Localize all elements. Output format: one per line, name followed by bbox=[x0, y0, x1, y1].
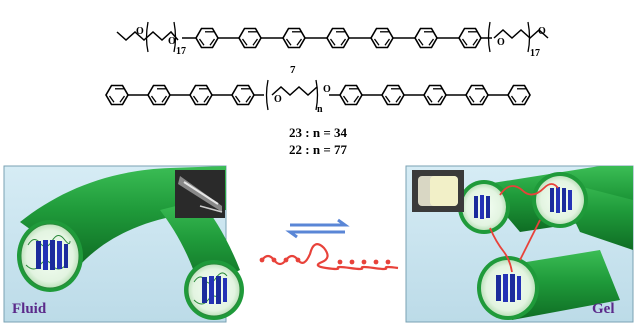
fluid-panel: Fluid bbox=[3, 165, 244, 323]
svg-text:O: O bbox=[136, 26, 144, 37]
rod-bundle-gel bbox=[474, 187, 572, 302]
fluid-label: Fluid bbox=[12, 301, 47, 317]
gel-label: Gel bbox=[592, 301, 615, 317]
top-molecule: O 17 O O 17 O bbox=[116, 21, 549, 59]
compound-22-label: 22 : n = 77 bbox=[289, 142, 347, 157]
gel-panel: Gel bbox=[405, 165, 634, 323]
bottom-repeat-top: 7 bbox=[290, 64, 296, 76]
rod-bundle-right bbox=[202, 276, 227, 304]
bottom-repeat-sub: n bbox=[317, 104, 323, 115]
equilibrium-arrows-icon bbox=[285, 218, 350, 239]
top-repeat-right: 17 bbox=[530, 48, 540, 59]
svg-text:O: O bbox=[497, 37, 505, 48]
compound-23-label: 23 : n = 34 bbox=[289, 125, 347, 140]
svg-text:O: O bbox=[323, 84, 331, 95]
top-repeat-left: 17 bbox=[176, 46, 186, 57]
rod-bundle-left bbox=[36, 240, 68, 270]
svg-text:O: O bbox=[274, 94, 282, 105]
vial-photo-icon bbox=[412, 170, 464, 212]
svg-text:O: O bbox=[538, 26, 546, 37]
svg-text:O: O bbox=[168, 36, 176, 47]
polymer-chain-icon bbox=[259, 243, 399, 271]
vial-photo-icon bbox=[175, 170, 225, 218]
bottom-molecule: O 7 n O bbox=[105, 64, 531, 115]
